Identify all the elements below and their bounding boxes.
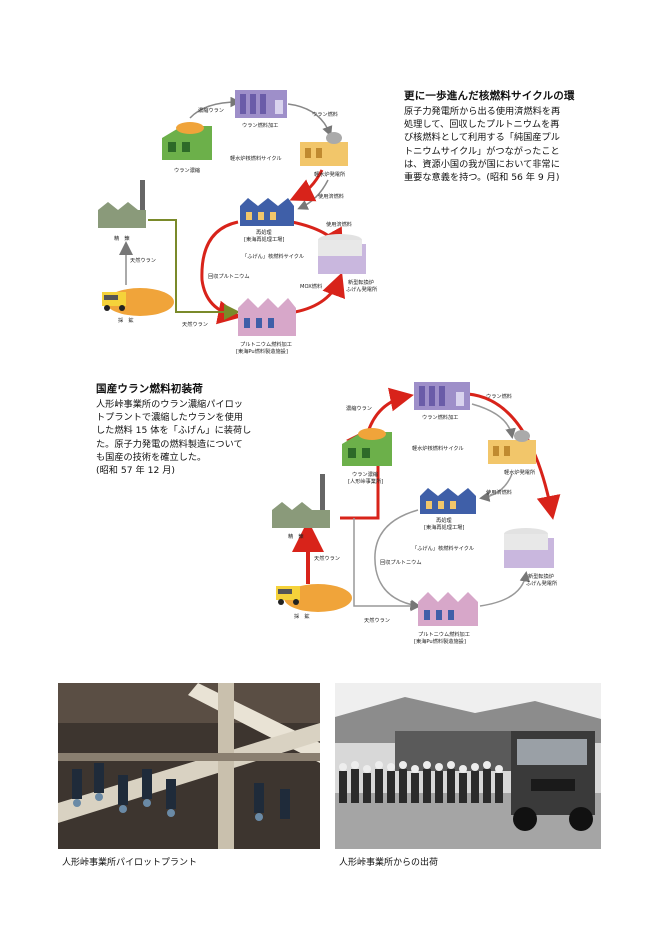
building-reprocessing xyxy=(240,198,294,226)
section2-title: 国産ウラン燃料初装荷 xyxy=(96,383,203,395)
shipment-illustration xyxy=(335,683,601,849)
section1-body-line: 原子力発電所から出る使用済燃料を再 xyxy=(404,106,561,117)
mining-site xyxy=(276,584,352,612)
section2-body-line: トプラントで濃縮したウランを使用 xyxy=(96,412,243,424)
label-lwr-plant: 軽水炉発電所 xyxy=(504,468,535,476)
olive-line-natural-uranium xyxy=(148,219,240,320)
arrow-enrichment-to-processing xyxy=(189,96,241,119)
building-uranium-fuel-processing xyxy=(414,382,470,410)
label-uranium-fuel: ウラン燃料 xyxy=(486,392,512,400)
label-mining: 採 鉱 xyxy=(118,316,134,324)
arrow-to-atr xyxy=(479,571,531,607)
label-enriched-uranium: 濃縮ウラン xyxy=(198,106,224,114)
section2-caption: 国産ウラン燃料初装荷 人形峠事業所のウラン濃縮パイロッ トプラントで濃縮したウラ… xyxy=(96,381,281,477)
red-arrow-to-fugen xyxy=(467,392,561,520)
section1-caption: 更に一歩進んだ核燃料サイクルの環 原子力発電所から出る使用済燃料を再 処理して、… xyxy=(404,88,634,184)
arrow-processing-to-lwr xyxy=(471,403,516,439)
pilot-plant-illustration xyxy=(58,683,320,849)
label-reprocessing: 再処理 xyxy=(256,228,272,236)
label-fugen-cycle: 「ふげん」核燃料サイクル xyxy=(412,544,474,552)
building-pu-fuel-processing xyxy=(238,298,296,336)
section2-body: 人形峠事業所のウラン濃縮パイロッ トプラントで濃縮したウランを使用 した燃料 1… xyxy=(96,398,281,477)
label-fugen-plant: ふげん発電所 xyxy=(346,285,377,293)
label-tokai-pu: [東海Pu燃料製造施設] xyxy=(236,347,288,355)
label-recovered-plutonium: 回収プルトニウム xyxy=(208,272,250,280)
label-natural-uranium-2: 天然ウラン xyxy=(182,320,208,328)
label-spent-fuel: 使用済燃料 xyxy=(318,192,344,200)
label-fugen-plant: ふげん発電所 xyxy=(526,579,557,587)
label-uranium-fuel: ウラン燃料 xyxy=(312,110,338,118)
label-pu-fuel-processing: プルトニウム燃料加工 xyxy=(418,630,470,638)
label-natural-uranium: 天然ウラン xyxy=(130,256,156,264)
section2-body-line: 人形峠事業所のウラン濃縮パイロッ xyxy=(96,399,243,410)
section2-body-line: (昭和 57 年 12 月) xyxy=(96,465,175,477)
arrow-natural-uranium xyxy=(353,518,421,612)
label-uranium-enrichment: ウラン濃縮 xyxy=(352,470,378,478)
arrow-processing-to-lwr xyxy=(287,103,333,137)
label-recovered-plutonium: 回収プルトニウム xyxy=(380,558,422,566)
red-arrow-mox xyxy=(294,272,345,314)
label-pu-fuel-processing: プルトニウム燃料加工 xyxy=(240,340,292,348)
building-fugen-plant xyxy=(504,528,554,568)
label-fugen-cycle: 「ふげん」核燃料サイクル xyxy=(242,252,304,260)
label-lwr-cycle: 軽水炉核燃料サイクル xyxy=(412,444,464,452)
section2-body-line: した燃料 15 体を「ふげん」に装荷し xyxy=(96,425,252,437)
section1-body-line: 重要な意義を持つ。(昭和 56 年 9 月) xyxy=(404,172,560,184)
building-uranium-enrichment xyxy=(162,122,212,160)
label-tokai-reprocessing: [東海再処理工場] xyxy=(424,523,464,531)
label-natural-uranium-2: 天然ウラン xyxy=(364,616,390,624)
photo-right-caption: 人形峠事業所からの出荷 xyxy=(339,858,439,868)
section1-body: 原子力発電所から出る使用済燃料を再 処理して、回収したプルトニウムを再 び核燃料… xyxy=(404,105,634,184)
fuel-cycle-diagram-2: 濃縮ウラン ウラン燃料 ウラン燃料加工 ウラン濃縮 [人形峠事業所] 軽水炉核燃… xyxy=(272,382,561,645)
section2-body-line: た。原子力発電の燃料製造について xyxy=(96,438,243,450)
red-arrow-recovered-plutonium xyxy=(200,220,242,325)
label-ningyo-site: [人形峠事業所] xyxy=(348,477,383,485)
building-lwr-plant xyxy=(300,132,348,166)
section1-body-line: トニウムサイクル」がつながったこと xyxy=(404,145,560,157)
label-refining: 精 錬 xyxy=(288,532,304,540)
building-pu-fuel-processing xyxy=(418,592,478,626)
label-atr: 新型転換炉 xyxy=(528,572,554,580)
label-uranium-fuel-processing: ウラン燃料加工 xyxy=(242,121,278,129)
section1-body-line: 処理して、回収したプルトニウムを再 xyxy=(404,119,560,131)
section1-title: 更に一歩進んだ核燃料サイクルの環 xyxy=(404,90,575,102)
photo-left-caption: 人形峠事業所パイロットプラント xyxy=(62,858,198,868)
red-arrow-spent-fuel xyxy=(289,169,324,202)
label-tokai-reprocessing: [東海再処理工場] xyxy=(244,235,284,243)
building-uranium-fuel-processing xyxy=(235,90,287,118)
label-uranium-enrichment: ウラン濃縮 xyxy=(174,166,200,174)
photo-pilot-plant xyxy=(58,683,320,849)
building-fugen-plant xyxy=(318,234,366,274)
label-tokai-pu: [東海Pu燃料製造施設] xyxy=(414,637,466,645)
label-uranium-fuel-processing: ウラン燃料加工 xyxy=(422,413,458,421)
building-uranium-enrichment xyxy=(342,428,392,466)
label-refining: 精 錬 xyxy=(114,234,130,242)
label-natural-uranium: 天然ウラン xyxy=(314,554,340,562)
label-lwr-plant: 軽水炉発電所 xyxy=(314,170,345,178)
label-spent-fuel-2: 使用済燃料 xyxy=(326,220,352,228)
fuel-cycle-diagram-1: 濃縮ウラン ウラン燃料 ウラン燃料加工 ウラン濃縮 軽水炉核燃料サイクル 軽水炉… xyxy=(98,90,377,355)
label-mining: 採 鉱 xyxy=(294,612,310,620)
label-enriched-uranium: 濃縮ウラン xyxy=(346,404,372,412)
section1-body-line: は、資源小国の我が国において非常に xyxy=(404,158,560,170)
section2-body-line: も国産の技術を確立した。 xyxy=(96,451,207,463)
section1-body-line: び核燃料として利用する「純国産プル xyxy=(404,132,560,144)
label-lwr-cycle: 軽水炉核燃料サイクル xyxy=(230,154,282,162)
arrow-lwr-to-reprocessing xyxy=(479,473,513,502)
building-reprocessing xyxy=(420,488,476,514)
label-reprocessing: 再処理 xyxy=(436,516,452,524)
label-mox-fuel: MOX燃料 xyxy=(300,282,322,290)
building-refining xyxy=(272,474,330,528)
mining-site xyxy=(102,288,174,316)
arrow-recovered-plutonium xyxy=(374,509,421,610)
label-atr: 新型転換炉 xyxy=(348,278,374,286)
building-refining xyxy=(98,180,146,228)
photo-shipment xyxy=(335,683,601,849)
label-spent-fuel: 使用済燃料 xyxy=(486,488,512,496)
building-lwr-plant xyxy=(488,430,536,464)
red-arrow-enrichment-to-processing xyxy=(366,387,414,433)
